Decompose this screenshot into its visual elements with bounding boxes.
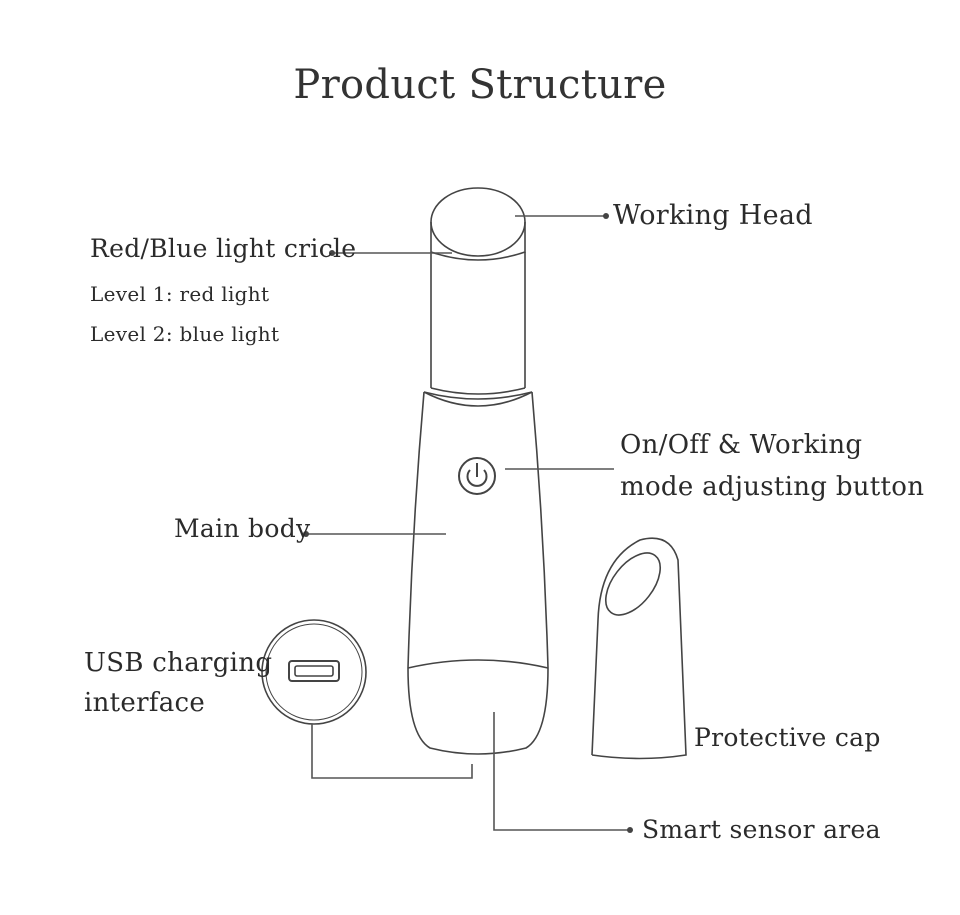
level2-label: Level 2: blue light <box>90 322 280 346</box>
working-head-top <box>430 187 526 257</box>
light-circle-label: Red/Blue light cricle <box>90 234 357 263</box>
working-head-label: Working Head <box>613 200 813 231</box>
sensor-label: Smart sensor area <box>642 815 881 844</box>
level1-label: Level 1: red light <box>90 282 270 306</box>
usb-port-icon <box>288 660 340 682</box>
protective-cap-label: Protective cap <box>694 723 881 752</box>
collar <box>430 387 526 395</box>
main-body-outline <box>407 391 549 755</box>
button-label-line2: mode adjusting button <box>620 472 925 502</box>
base-separator <box>407 659 549 669</box>
protective-cap <box>591 537 687 760</box>
usb-label-line2: interface <box>84 688 206 718</box>
page-title: Product Structure <box>293 62 667 108</box>
cap-opening <box>605 552 661 616</box>
button-label-line1: On/Off & Working <box>620 430 863 460</box>
upper-shaft <box>430 252 526 388</box>
usb-label-line1: USB charging <box>84 648 273 678</box>
main-body-label: Main body <box>174 514 311 543</box>
light-ring <box>430 222 526 261</box>
power-button <box>458 457 496 495</box>
usb-closeup <box>261 619 367 725</box>
